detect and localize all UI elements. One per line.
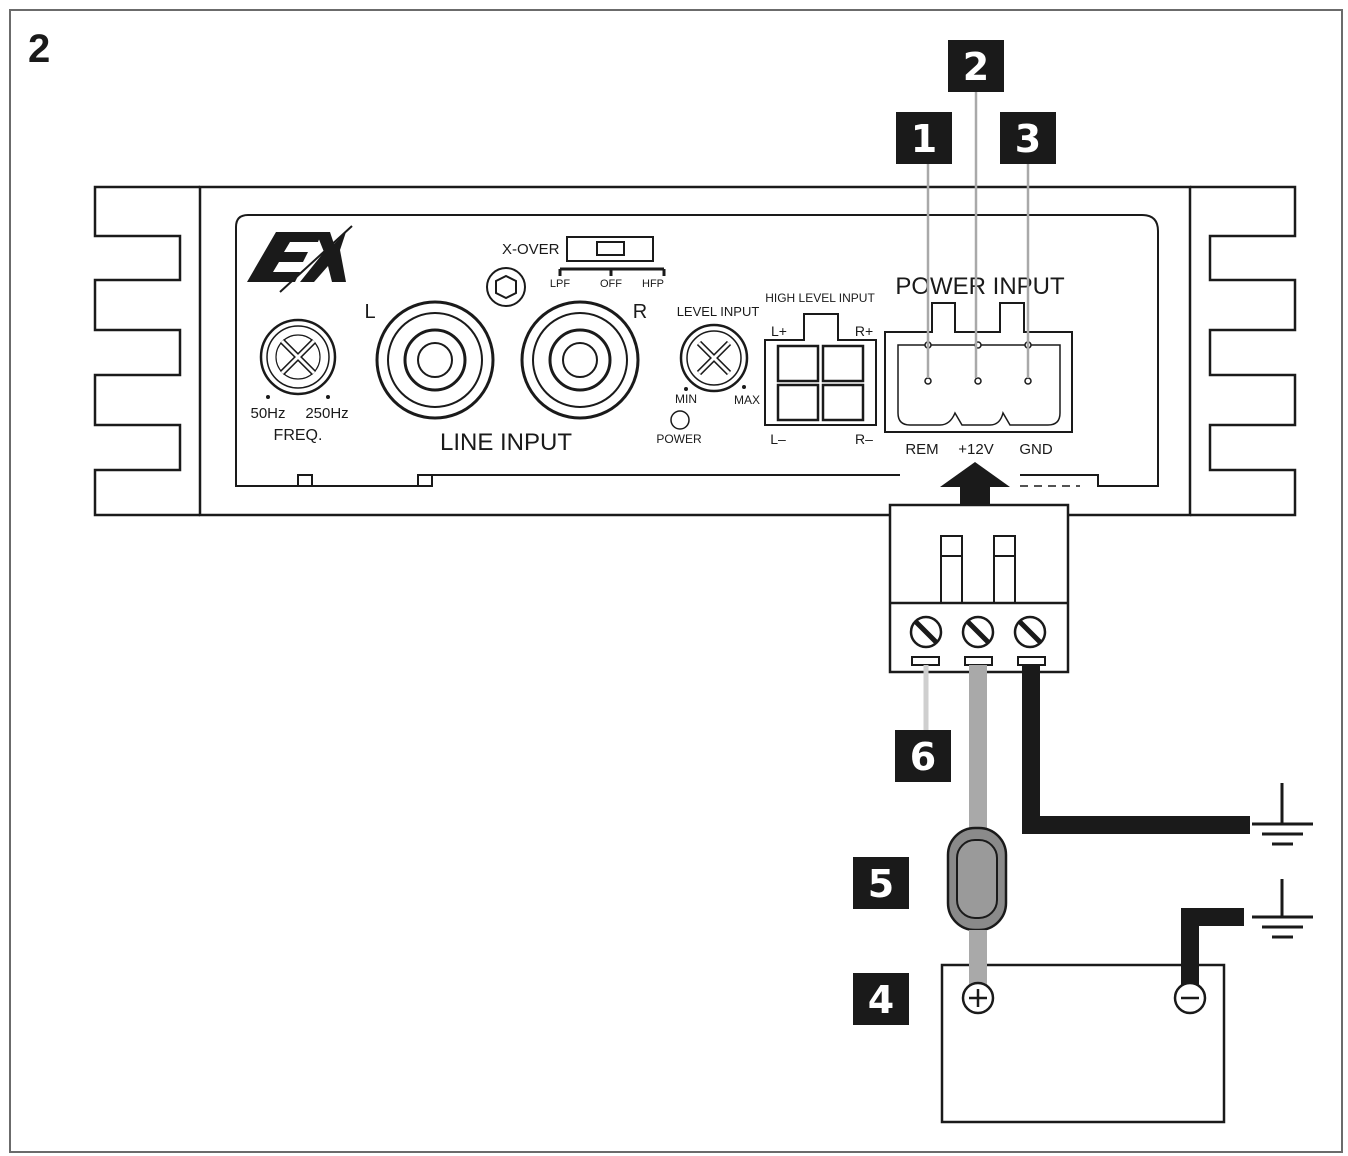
screw-icon [1013, 615, 1047, 649]
hex-screw-icon [486, 267, 526, 307]
figure-number: 2 [28, 27, 50, 71]
face-panel [235, 214, 1159, 487]
ground-wire [1022, 665, 1250, 834]
level-input-label: LEVEL INPUT [677, 304, 760, 319]
svg-text:4: 4 [868, 978, 894, 1022]
rca-jack-left[interactable] [375, 300, 495, 420]
xover-option-hfp: HFP [642, 278, 664, 290]
high-level-lplus: L+ [771, 323, 787, 339]
battery [940, 908, 1244, 1124]
level-max-label: MAX [734, 393, 760, 407]
xover-option-lpf: LPF [550, 278, 570, 290]
power-plug[interactable] [888, 503, 1070, 674]
svg-text:2: 2 [963, 45, 989, 89]
svg-text:5: 5 [868, 862, 894, 906]
terminal-gnd-label: GND [1019, 441, 1053, 458]
screw-icon [961, 615, 995, 649]
heatsink-left [93, 185, 200, 517]
power-input-label: POWER INPUT [895, 273, 1065, 300]
callout-badge-4: 4 [853, 973, 909, 1025]
xover-switch[interactable]: X-OVER LPF OFF HFP [502, 236, 666, 290]
callout-badge-5: 5 [853, 857, 909, 909]
line-input-left-label: L [364, 301, 375, 323]
freq-label: FREQ. [274, 427, 323, 444]
terminal-12v-label: +12V [958, 441, 993, 458]
level-min-label: MIN [675, 392, 697, 406]
callout-badge-2: 2 [948, 40, 1004, 92]
power-input-socket[interactable]: POWER INPUT REM +12V GND [884, 273, 1073, 458]
arrow-up-icon [940, 462, 1010, 505]
freq-knob[interactable]: 50Hz 250Hz FREQ. [250, 318, 349, 444]
high-level-rplus: R+ [855, 323, 873, 339]
esx-logo [247, 225, 353, 293]
freq-max-label: 250Hz [305, 405, 348, 422]
high-level-rminus: R– [855, 431, 873, 447]
ground-symbol-icon [1252, 879, 1313, 939]
rca-jack-right[interactable] [520, 300, 640, 420]
amplifier-body [198, 185, 1192, 517]
power-led-label: POWER [656, 432, 702, 446]
level-input-knob[interactable]: LEVEL INPUT MIN MAX [675, 304, 760, 407]
ground-symbol-icon [1252, 783, 1313, 846]
screw-icon [909, 615, 943, 649]
high-level-input[interactable]: HIGH LEVEL INPUT L+ R+ L– R– [764, 291, 877, 447]
amplifier [93, 185, 1297, 517]
figure-frame [9, 9, 1343, 1153]
callout-badge-3: 3 [1000, 112, 1056, 164]
callout-badge-6: 6 [895, 730, 951, 782]
xover-option-off: OFF [600, 278, 622, 290]
battery-ground-wire [1181, 908, 1244, 985]
svg-text:1: 1 [911, 117, 937, 161]
callout-badge-1: 1 [896, 112, 952, 164]
plus-icon [961, 981, 995, 1015]
high-level-input-label: HIGH LEVEL INPUT [765, 291, 875, 305]
panel-notch [297, 474, 432, 486]
line-input: L R LINE INPUT [364, 300, 647, 456]
xover-label: X-OVER [502, 241, 560, 258]
fuse-icon [946, 826, 1008, 932]
svg-text:3: 3 [1015, 117, 1041, 161]
line-input-right-label: R [633, 301, 647, 323]
line-input-label: LINE INPUT [440, 429, 572, 456]
svg-text:6: 6 [910, 735, 936, 779]
high-level-lminus: L– [770, 431, 786, 447]
freq-min-label: 50Hz [250, 405, 285, 422]
callout-leaders [926, 91, 1030, 378]
terminal-rem-label: REM [905, 441, 938, 458]
power-led: POWER [656, 410, 702, 446]
heatsink-right [1190, 185, 1297, 517]
minus-icon [1173, 981, 1207, 1015]
